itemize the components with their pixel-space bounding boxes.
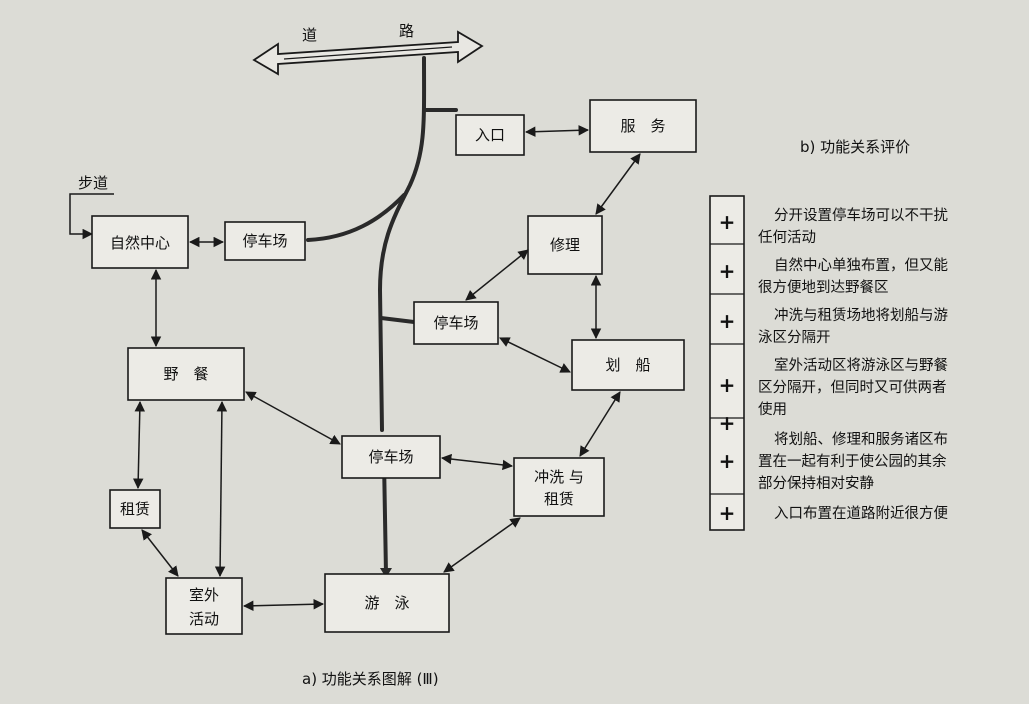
plus-mark-7: + [719, 501, 736, 525]
eval-line-13: 入口布置在道路附近很方便 [774, 505, 948, 522]
plus-mark-3: + [719, 309, 736, 333]
eval-line-5: 冲洗与租赁场地将划船与游 [774, 307, 948, 324]
service-label: 服 务 [620, 117, 665, 135]
eval-line-9: 使用 [758, 401, 787, 418]
walkway-label: 步道 [78, 174, 108, 192]
plus-mark-4: + [719, 373, 736, 397]
link-entrance-service [524, 125, 590, 137]
road-label-1: 道 [302, 26, 317, 44]
outdoor-box: 室外 活动 [165, 577, 243, 635]
road-arrow [252, 30, 484, 76]
evaluation-text: 分开设置停车场可以不干扰 任何活动 自然中心单独布置，但又能 很方便地到达野餐区… [758, 207, 948, 522]
parking-center-box: 停车场 [341, 435, 441, 479]
repair-box: 修理 [527, 215, 603, 275]
eval-line-3: 自然中心单独布置，但又能 [774, 257, 948, 274]
evaluation-marks: + + + + + + + [709, 195, 745, 531]
wash-rental-label-1: 冲洗 与 [534, 468, 584, 486]
eval-line-1: 分开设置停车场可以不干扰 [774, 207, 948, 224]
boating-label: 划 船 [605, 356, 650, 374]
nature-center-box: 自然中心 [91, 215, 189, 269]
plus-mark-6: + [719, 449, 736, 473]
plus-mark-1: + [719, 210, 736, 234]
plus-mark-5: + [719, 411, 736, 435]
caption-b: b) 功能关系评价 [800, 138, 910, 156]
swimming-box: 游 泳 [324, 573, 450, 633]
walkway-loop [69, 193, 114, 240]
parking-mid-label: 停车场 [433, 314, 478, 332]
link-boating-wash [579, 391, 621, 457]
service-box: 服 务 [589, 99, 697, 153]
parking-center-label: 停车场 [368, 448, 413, 466]
eval-line-12: 部分保持相对安静 [758, 475, 874, 492]
access-road-to-swimming [382, 458, 388, 576]
eval-line-11: 置在一起有利于使公园的其余 [758, 452, 947, 470]
parking-left-box: 停车场 [224, 221, 306, 261]
link-repair-parking [465, 249, 529, 301]
outdoor-label-1: 室外 [189, 586, 219, 604]
access-road-to-parking-left [306, 193, 406, 242]
rental-box: 租赁 [109, 489, 161, 529]
wash-rental-box: 冲洗 与 租赁 [513, 457, 605, 517]
link-service-repair [595, 153, 641, 215]
entrance-box: 入口 [455, 114, 525, 156]
link-rental-outdoor [141, 529, 179, 577]
eval-line-8: 区分隔开，但同时又可供两者 [758, 379, 947, 396]
access-road-to-parking-mid [379, 316, 416, 324]
repair-label: 修理 [550, 236, 580, 254]
picnic-label: 野 餐 [163, 365, 208, 383]
link-swimming-wash [443, 517, 521, 573]
parking-mid-box: 停车场 [413, 301, 499, 345]
access-road-arrowhead [380, 568, 392, 578]
plus-mark-2: + [719, 259, 736, 283]
link-outdoor-swimming [242, 598, 325, 612]
link-parking-boating [499, 337, 571, 373]
wash-rental-label-2: 租赁 [544, 490, 574, 508]
eval-line-10: 将划船、修理和服务诸区布 [774, 431, 948, 448]
boating-box: 划 船 [571, 339, 685, 391]
link-picnic-parking [245, 391, 341, 445]
parking-left-label: 停车场 [242, 232, 287, 250]
access-road [377, 56, 427, 432]
swimming-label: 游 泳 [364, 594, 409, 612]
road-label-2: 路 [399, 22, 414, 40]
eval-line-7: 室外活动区将游泳区与野餐 [774, 357, 948, 374]
rental-label: 租赁 [120, 500, 150, 518]
link-picnic-rental [132, 400, 146, 490]
eval-line-2: 任何活动 [758, 229, 816, 246]
entrance-label: 入口 [475, 126, 505, 144]
eval-line-6: 泳区分隔开 [758, 329, 831, 346]
nature-center-label: 自然中心 [110, 234, 170, 252]
link-picnic-outdoor [214, 400, 228, 578]
outdoor-label-2: 活动 [189, 610, 219, 628]
link-parking-wash [440, 453, 514, 471]
connectors [132, 125, 641, 612]
caption-a: a) 功能关系图解 (Ⅲ) [302, 670, 439, 688]
picnic-box: 野 餐 [127, 347, 245, 401]
eval-line-4: 很方便地到达野餐区 [758, 279, 889, 296]
